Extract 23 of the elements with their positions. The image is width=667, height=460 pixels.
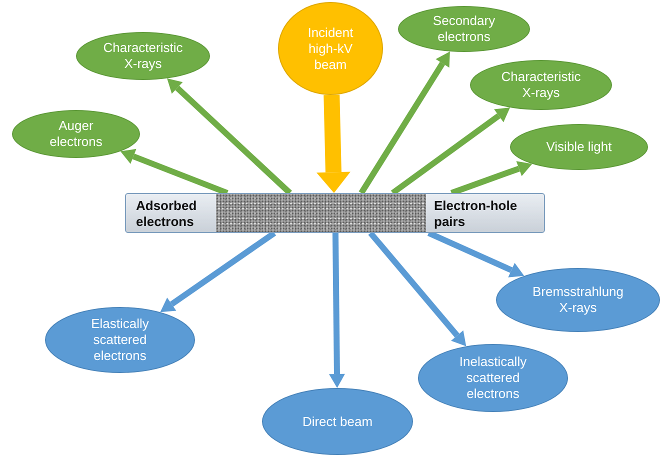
signal-label: Auger electrons <box>48 118 104 150</box>
signal-label: Characteristic X-rays <box>102 40 184 72</box>
arrow <box>358 51 450 195</box>
arrow <box>450 161 532 196</box>
arrow <box>390 108 510 196</box>
signal-label: Secondary electrons <box>432 13 496 45</box>
signal-label: Incident high-kV beam <box>306 24 354 72</box>
specimen-label: Electron-hole pairs <box>434 198 518 230</box>
arrow <box>368 231 466 346</box>
signal-label: Direct beam <box>302 414 373 430</box>
arrow <box>328 232 345 388</box>
signal-label: Characteristic X-rays <box>500 69 582 101</box>
signal-label: Visible light <box>546 139 612 155</box>
specimen-bar <box>125 193 545 233</box>
arrow <box>160 230 276 312</box>
arrow <box>120 148 228 196</box>
specimen-label: Adsorbed electrons <box>136 198 198 230</box>
arrow <box>316 94 350 193</box>
signal-label: Elastically scattered electrons <box>90 316 150 364</box>
signal-label: Bremsstrahlung X-rays <box>531 284 625 316</box>
arrow <box>427 230 524 278</box>
signal-label: Inelastically scattered electrons <box>458 354 528 402</box>
arrow <box>167 78 292 196</box>
